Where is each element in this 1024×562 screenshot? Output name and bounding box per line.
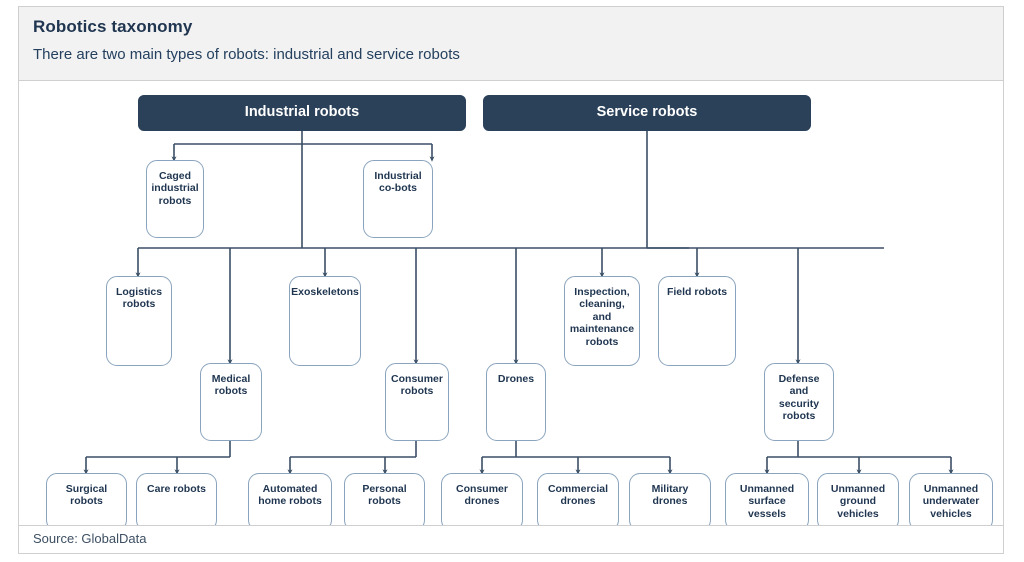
node-unmanned-ground-vehicles[interactable]: Unmanned ground vehicles <box>817 473 899 527</box>
figure-header: Robotics taxonomy There are two main typ… <box>19 7 1003 81</box>
node-industrial-cobots[interactable]: Industrial co-bots <box>363 160 433 238</box>
figure-footer: Source: GlobalData <box>19 525 1003 553</box>
node-drones[interactable]: Drones <box>486 363 546 441</box>
node-label: Industrial robots <box>244 104 360 121</box>
node-label: Consumer robots <box>391 373 443 398</box>
node-label: Care robots <box>147 483 206 495</box>
node-label: Unmanned ground vehicles <box>830 483 886 520</box>
node-label: Drones <box>497 373 535 385</box>
node-automated-home-robots[interactable]: Automated home robots <box>248 473 332 527</box>
node-industrial-robots[interactable]: Industrial robots <box>138 95 466 131</box>
node-label: Military drones <box>651 483 689 508</box>
node-label: Caged industrial robots <box>151 170 199 207</box>
node-label: Defense and security robots <box>778 373 820 423</box>
node-inspection-cleaning-maintenance-robots[interactable]: Inspection, cleaning, and maintenance ro… <box>564 276 640 366</box>
node-consumer-robots[interactable]: Consumer robots <box>385 363 449 441</box>
node-defense-security-robots[interactable]: Defense and security robots <box>764 363 834 441</box>
node-label: Exoskeletons <box>291 286 359 298</box>
node-consumer-drones[interactable]: Consumer drones <box>441 473 523 527</box>
node-unmanned-underwater-vehicles[interactable]: Unmanned underwater vehicles <box>909 473 993 527</box>
node-label: Consumer drones <box>456 483 508 508</box>
figure-card: Robotics taxonomy There are two main typ… <box>18 6 1004 554</box>
node-field-robots[interactable]: Field robots <box>658 276 736 366</box>
node-label: Inspection, cleaning, and maintenance ro… <box>569 286 635 348</box>
node-logistics-robots[interactable]: Logistics robots <box>106 276 172 366</box>
node-care-robots[interactable]: Care robots <box>136 473 217 527</box>
node-label: Unmanned surface vessels <box>739 483 795 520</box>
node-label: Personal robots <box>362 483 407 508</box>
node-surgical-robots[interactable]: Surgical robots <box>46 473 127 527</box>
node-personal-robots[interactable]: Personal robots <box>344 473 425 527</box>
node-label: Industrial co-bots <box>374 170 422 195</box>
node-service-robots[interactable]: Service robots <box>483 95 811 131</box>
page-subtitle: There are two main types of robots: indu… <box>33 46 460 63</box>
node-label: Commercial drones <box>547 483 609 508</box>
node-label: Unmanned underwater vehicles <box>922 483 980 520</box>
node-exoskeletons[interactable]: Exoskeletons <box>289 276 361 366</box>
node-commercial-drones[interactable]: Commercial drones <box>537 473 619 527</box>
page-title: Robotics taxonomy <box>33 17 193 36</box>
node-label: Automated home robots <box>258 483 322 508</box>
node-label: Field robots <box>666 286 728 298</box>
node-label: Service robots <box>596 104 698 121</box>
node-label: Surgical robots <box>65 483 108 508</box>
node-medical-robots[interactable]: Medical robots <box>200 363 262 441</box>
node-military-drones[interactable]: Military drones <box>629 473 711 527</box>
node-label: Medical robots <box>211 373 251 398</box>
node-unmanned-surface-vessels[interactable]: Unmanned surface vessels <box>725 473 809 527</box>
node-label: Logistics robots <box>115 286 163 311</box>
node-caged-industrial-robots[interactable]: Caged industrial robots <box>146 160 204 238</box>
diagram-canvas: Industrial robots Service robots Caged i… <box>19 81 1003 527</box>
source-label: Source: GlobalData <box>33 531 147 546</box>
